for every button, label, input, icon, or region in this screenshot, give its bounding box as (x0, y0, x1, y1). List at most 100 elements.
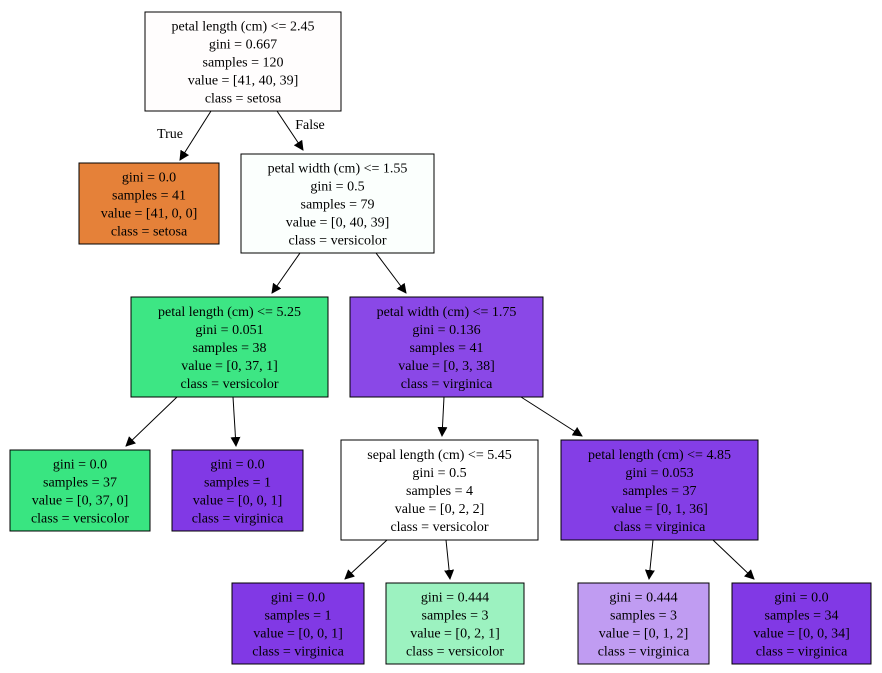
node-line: class = versicolor (406, 645, 504, 660)
node-line: gini = 0.444 (421, 591, 489, 606)
node-line: value = [0, 2, 2] (395, 502, 485, 517)
node-line: value = [0, 0, 1] (193, 494, 283, 509)
node-line: gini = 0.444 (609, 591, 677, 606)
node-line: value = [0, 0, 34] (753, 627, 850, 642)
tree-node-n2: petal width (cm) <= 1.55 gini = 0.5 sample… (240, 153, 435, 254)
node-line: gini = 0.0 (271, 591, 325, 606)
node-line: samples = 3 (610, 609, 677, 624)
node-box (9, 449, 151, 532)
tree-node-n1: gini = 0.0 samples = 41 value = [41, 0, 0]… (78, 162, 220, 245)
node-line: class = versicolor (288, 234, 386, 249)
node-line: gini = 0.0 (53, 458, 107, 473)
edge-n3-n6 (230, 396, 241, 447)
node-line: samples = 34 (765, 609, 839, 624)
node-line: sepal length (cm) <= 5.45 (367, 448, 511, 463)
edge-label-false: False (295, 118, 325, 133)
node-line: value = [0, 1, 2] (599, 627, 689, 642)
edge-n7-n9 (344, 539, 388, 580)
node-box (340, 439, 539, 541)
node-line: samples = 3 (422, 609, 489, 624)
node-line: samples = 4 (406, 484, 473, 499)
node-box (144, 11, 342, 112)
edges-layer (125, 110, 755, 580)
node-line: class = versicolor (31, 512, 129, 527)
node-line: class = virginica (598, 645, 690, 660)
node-line: class = virginica (401, 377, 493, 392)
node-line: value = [0, 2, 1] (410, 627, 500, 642)
node-line: value = [0, 3, 38] (398, 359, 495, 374)
edge-arrow (437, 396, 448, 437)
node-line: class = setosa (111, 225, 188, 240)
node-line: gini = 0.0 (122, 171, 176, 186)
node-line: samples = 1 (265, 609, 332, 624)
edge-arrow (712, 539, 755, 580)
node-box (240, 153, 435, 254)
node-line: gini = 0.667 (209, 38, 277, 53)
edge-n2-n3 (271, 252, 301, 294)
edge-n3-n5 (125, 396, 178, 447)
tree-node-n10: gini = 0.444 samples = 3 value = [0, 2, 1]… (385, 582, 525, 665)
edge-n8-n11 (644, 539, 655, 580)
edge-n4-n8 (520, 396, 583, 437)
node-box (731, 582, 872, 665)
edge-arrow (444, 539, 455, 580)
node-line: gini = 0.0 (210, 458, 264, 473)
node-line: gini = 0.5 (310, 180, 364, 195)
node-box (171, 449, 304, 532)
node-line: value = [0, 0, 1] (253, 627, 343, 642)
node-line: samples = 79 (301, 198, 375, 213)
edge-n0-n1 (179, 110, 212, 161)
nodes-layer: petal length (cm) <= 2.45 gini = 0.667 sam… (9, 11, 872, 665)
edge-n8-n12 (712, 539, 755, 580)
node-line: samples = 120 (203, 56, 284, 71)
edge-labels-layer: True False (157, 118, 325, 142)
node-line: gini = 0.0 (774, 591, 828, 606)
edge-arrow (179, 110, 212, 161)
edge-n4-n7 (437, 396, 448, 437)
node-line: samples = 37 (623, 484, 697, 499)
node-line: class = virginica (192, 512, 284, 527)
edge-arrow (375, 252, 407, 294)
node-box (78, 162, 220, 245)
edge-arrow (271, 252, 301, 294)
edge-n7-n10 (444, 539, 455, 580)
node-line: samples = 38 (193, 341, 267, 356)
node-box (560, 439, 759, 541)
node-line: class = versicolor (390, 520, 488, 535)
node-line: petal width (cm) <= 1.55 (268, 162, 408, 177)
edge-arrow (344, 539, 388, 580)
tree-node-n7: sepal length (cm) <= 5.45 gini = 0.5 sampl… (340, 439, 539, 541)
node-line: class = virginica (252, 645, 344, 660)
edge-arrow (520, 396, 583, 437)
tree-node-n0: petal length (cm) <= 2.45 gini = 0.667 sam… (144, 11, 342, 112)
node-line: gini = 0.136 (412, 323, 480, 338)
node-line: samples = 41 (410, 341, 484, 356)
tree-node-n4: petal width (cm) <= 1.75 gini = 0.136 samp… (349, 296, 544, 398)
tree-node-n6: gini = 0.0 samples = 1 value = [0, 0, 1] cl… (171, 449, 304, 532)
node-line: value = [0, 37, 0] (32, 494, 129, 509)
tree-node-n5: gini = 0.0 samples = 37 value = [0, 37, 0]… (9, 449, 151, 532)
node-line: class = versicolor (180, 377, 278, 392)
node-box (577, 582, 710, 665)
node-line: gini = 0.5 (412, 466, 466, 481)
node-line: petal width (cm) <= 1.75 (377, 305, 517, 320)
edge-n0-n2 (276, 110, 304, 151)
node-box (385, 582, 525, 665)
tree-node-n11: gini = 0.444 samples = 3 value = [0, 1, 2]… (577, 582, 710, 665)
node-line: value = [0, 1, 36] (611, 502, 708, 517)
node-line: value = [41, 0, 0] (101, 207, 198, 222)
node-line: petal length (cm) <= 2.45 (172, 20, 315, 35)
edge-label-true: True (157, 127, 183, 142)
node-line: value = [0, 37, 1] (181, 359, 278, 374)
edge-arrow (644, 539, 655, 580)
edge-arrow (125, 396, 178, 447)
node-line: samples = 41 (112, 189, 186, 204)
node-line: samples = 37 (43, 476, 117, 491)
node-line: class = virginica (756, 645, 848, 660)
edge-n2-n4 (375, 252, 407, 294)
node-line: value = [0, 40, 39] (286, 216, 390, 231)
edge-arrow (230, 396, 241, 447)
node-line: samples = 1 (204, 476, 271, 491)
